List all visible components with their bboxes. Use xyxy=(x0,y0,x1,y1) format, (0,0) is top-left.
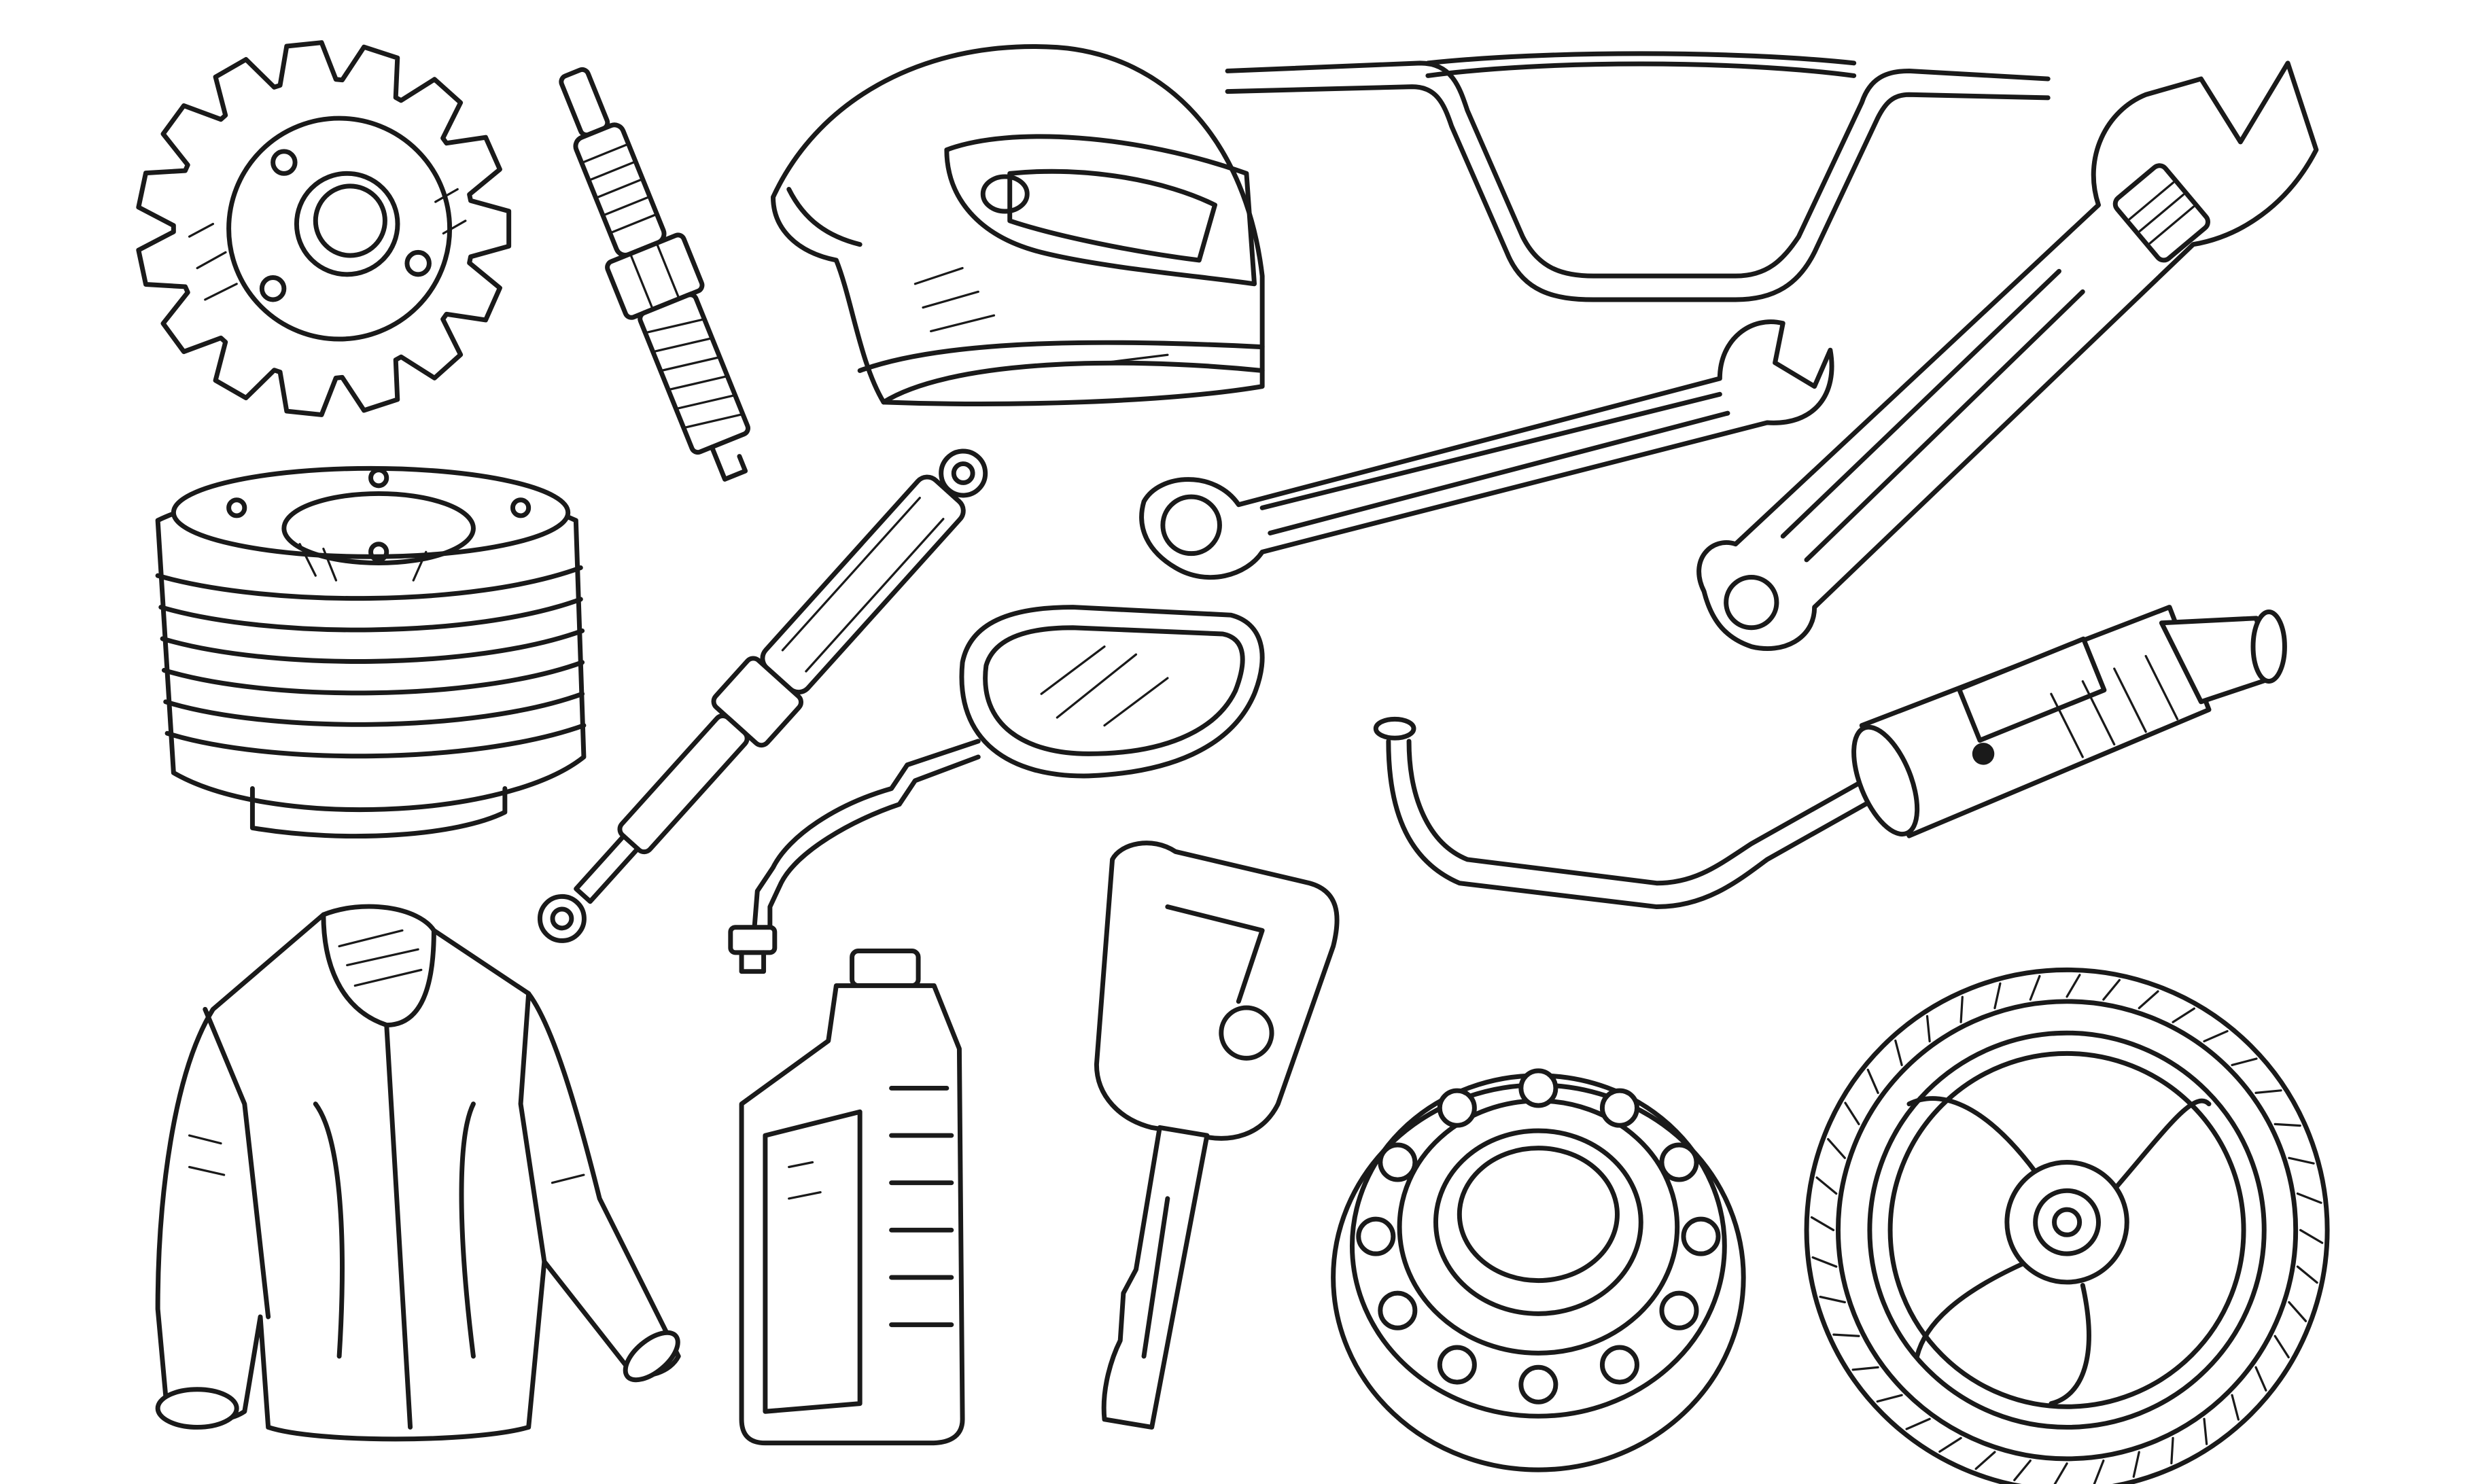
tire-tread-mark xyxy=(2029,974,2041,1001)
tire-tread-mark xyxy=(2231,1057,2258,1067)
exhaust-pipe-drawing xyxy=(1373,605,2287,910)
tire-tread-mark xyxy=(2053,1462,2068,1484)
bearing-ball xyxy=(1356,1216,1396,1256)
bearing-ball xyxy=(1659,1290,1699,1330)
tire-tread-mark xyxy=(2296,1265,2318,1284)
helmet-drawing xyxy=(771,44,1265,406)
tire-tread-mark xyxy=(2102,978,2121,1001)
tire-tread-mark xyxy=(1938,1436,1962,1453)
mirror-drawing xyxy=(728,605,1265,974)
bearing-ball xyxy=(1378,1290,1418,1330)
bearing-ball xyxy=(1681,1216,1721,1256)
tire-tread-mark xyxy=(2172,1007,2195,1023)
tire-tread-mark xyxy=(1959,995,1964,1023)
bearing-ball xyxy=(1518,1068,1558,1108)
adjustable-wrench-drawing xyxy=(1696,60,2319,651)
tire-tread-mark xyxy=(2066,974,2081,998)
tire-tread-mark xyxy=(2203,1029,2229,1043)
tire-tread-mark xyxy=(1866,1068,1879,1095)
tire-tread-mark xyxy=(2203,1417,2208,1445)
tire-tread-mark xyxy=(1815,1176,1838,1195)
tire-tread-mark xyxy=(2288,1301,2307,1322)
tire-tread-mark xyxy=(2138,990,2159,1010)
bearing-ball xyxy=(1659,1142,1699,1182)
bearing-ball xyxy=(1437,1345,1477,1385)
tire-tread-mark xyxy=(2013,1459,2032,1481)
tire-tread-mark xyxy=(1810,1216,1835,1231)
tire-tread-mark xyxy=(2299,1229,2324,1244)
tire-tread-mark xyxy=(1851,1366,1879,1371)
bearing-ball xyxy=(1599,1088,1639,1128)
tire-tread-mark xyxy=(2254,1089,2282,1095)
tire-tread-mark xyxy=(2231,1394,2240,1421)
bearing-ball xyxy=(1599,1345,1639,1385)
engine-cylinder-drawing xyxy=(155,465,587,839)
shock-absorber-drawing xyxy=(537,448,988,943)
tire-tread-mark xyxy=(1832,1333,1860,1337)
spark-plug-drawing xyxy=(559,67,750,482)
combination-wrench-drawing xyxy=(1139,319,1834,580)
tire-tread-mark xyxy=(2288,1156,2315,1165)
sprocket-drawing xyxy=(136,40,512,417)
tire-tread-mark xyxy=(1827,1137,1846,1159)
tire-tread-mark xyxy=(1819,1295,1846,1304)
jacket-drawing xyxy=(155,904,681,1442)
tire-tread-mark xyxy=(2170,1436,2174,1465)
tire-tread-mark xyxy=(2254,1366,2267,1392)
tire-tread-mark xyxy=(1811,1256,1838,1268)
bearing-drawing xyxy=(1331,1068,1746,1472)
oil-bottle-drawing xyxy=(739,949,965,1446)
tire-tread-mark xyxy=(2296,1192,2322,1204)
bearing-ball xyxy=(1437,1088,1477,1128)
tire-tread-mark xyxy=(1926,1014,1931,1043)
wheel-drawing xyxy=(1804,968,2330,1484)
tire-tread-mark xyxy=(2093,1459,2105,1484)
motorcycle-key-drawing xyxy=(1094,841,1340,1430)
tire-tread-mark xyxy=(1905,1417,1931,1430)
bearing-ball xyxy=(1378,1142,1418,1182)
handlebar-drawing xyxy=(1225,51,2051,302)
tire-tread-mark xyxy=(1974,1451,1996,1470)
tire-tread-mark xyxy=(1894,1039,1903,1067)
tire-tread-mark xyxy=(1876,1394,1903,1403)
tire-tread-mark xyxy=(2273,1123,2301,1127)
tire-tread-mark xyxy=(2273,1335,2290,1359)
bearing-ball xyxy=(1518,1364,1558,1404)
tire-tread-mark xyxy=(2132,1451,2140,1478)
tire-tread-mark xyxy=(1993,982,2002,1010)
tire-tread-mark xyxy=(1844,1101,1860,1126)
